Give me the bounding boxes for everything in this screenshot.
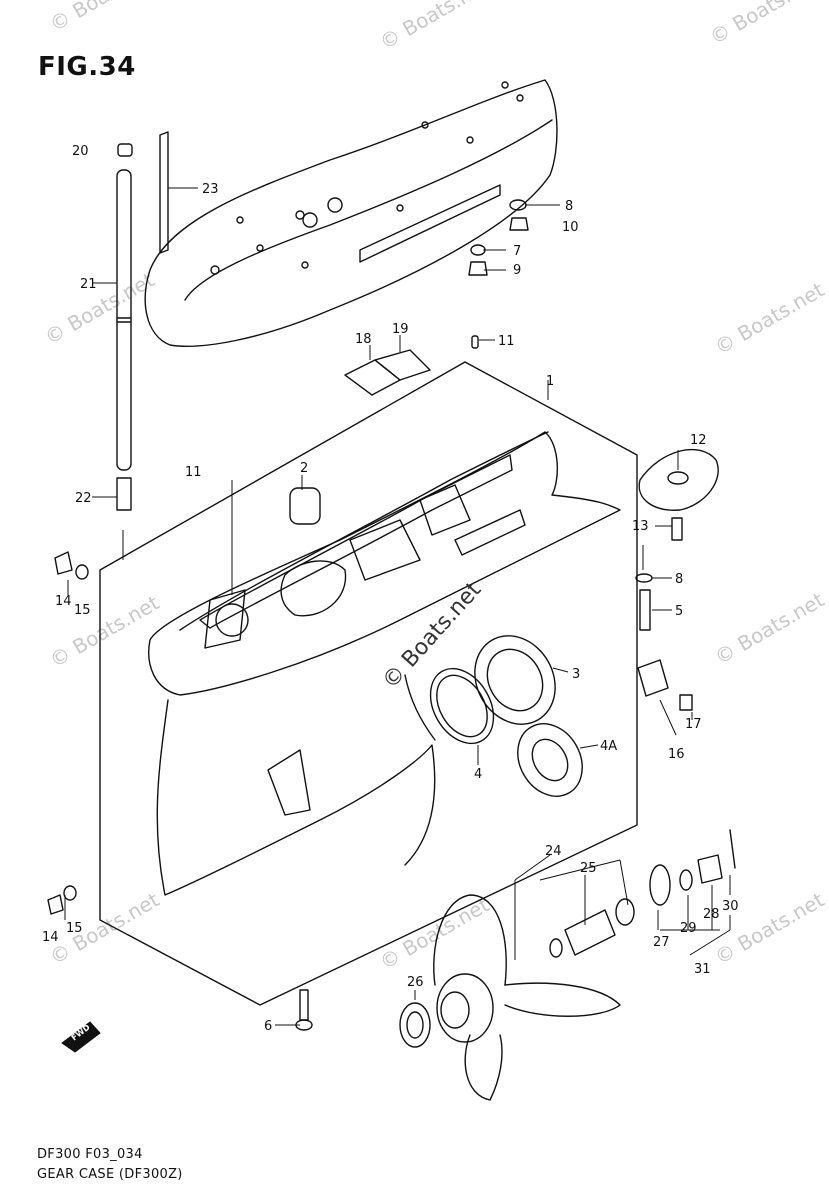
- callout-27: 27: [653, 935, 670, 950]
- shift-rod-part: [159, 131, 169, 254]
- callout-4a: 4A: [600, 739, 617, 754]
- callout-7: 7: [513, 244, 521, 259]
- nut-part: [509, 217, 529, 231]
- caption-title: GEAR CASE (DF300Z): [37, 1167, 183, 1182]
- cotter-pin-part: [729, 829, 736, 869]
- bolt-part: [639, 589, 651, 631]
- watermark: © Boats.net: [711, 587, 829, 669]
- callout-28: 28: [703, 907, 720, 922]
- callout-26: 26: [407, 975, 424, 990]
- washer-part: [63, 885, 77, 901]
- watermark-group: © Boats.net © Boats.net © Boats.net © Bo…: [41, 0, 829, 974]
- watermark: © Boats.net: [376, 0, 494, 54]
- callout-14: 14: [42, 930, 59, 945]
- callout-31: 31: [694, 962, 711, 977]
- callout-30: 30: [722, 899, 739, 914]
- washer-part: [635, 573, 653, 583]
- callout-6: 6: [264, 1019, 272, 1034]
- forward-arrow-icon: FWD: [61, 1021, 101, 1053]
- upper-cover-part: [144, 79, 558, 347]
- callout-22: 22: [75, 491, 92, 506]
- bearing-part: [474, 635, 556, 725]
- callout-14: 14: [55, 594, 72, 609]
- callout-9: 9: [513, 263, 521, 278]
- bolt-part: [299, 989, 309, 1021]
- figure-title: FIG.34: [38, 52, 136, 82]
- gear-case-part: [148, 431, 621, 896]
- anode-block-part: [637, 659, 669, 697]
- callout-8: 8: [565, 199, 573, 214]
- callout-17: 17: [685, 717, 702, 732]
- washer-part: [470, 244, 486, 256]
- callout-23: 23: [202, 182, 219, 197]
- callout-18: 18: [355, 332, 372, 347]
- washer-part: [649, 864, 671, 906]
- propeller-part: [433, 894, 621, 1101]
- nut-part: [697, 854, 723, 884]
- watermark: © Boats.net: [376, 892, 494, 974]
- water-tube-part: [116, 169, 132, 471]
- nut-part: [54, 551, 73, 575]
- cover-pad-part: [374, 349, 431, 381]
- callout-16: 16: [668, 747, 685, 762]
- callout-19: 19: [392, 322, 409, 337]
- callout-15: 15: [74, 603, 91, 618]
- spacer-part: [549, 898, 635, 958]
- callout-labels: 1 2 3 4 4A 5 6 7 8 8 9 10 11 11 12 13 14…: [42, 144, 739, 1034]
- callout-12: 12: [690, 433, 707, 448]
- bearing-part: [517, 723, 583, 797]
- watermark: © Boats.net: [706, 0, 824, 49]
- screw-part: [679, 694, 693, 711]
- callout-25: 25: [580, 861, 597, 876]
- shim-part: [429, 667, 495, 745]
- callout-1: 1: [546, 374, 554, 389]
- callout-3: 3: [572, 667, 580, 682]
- center-watermark: © Boats.net: [378, 577, 487, 694]
- callout-8: 8: [675, 572, 683, 587]
- caption-code: DF300 F03_034: [37, 1147, 143, 1162]
- watermark: © Boats.net: [46, 887, 164, 969]
- anode-part: [638, 448, 719, 511]
- callout-11: 11: [185, 465, 202, 480]
- bushing-part: [399, 1002, 431, 1048]
- gear-case-box: [99, 361, 638, 1006]
- callout-29: 29: [680, 921, 697, 936]
- washer-part: [75, 564, 89, 580]
- washer-part: [679, 869, 693, 891]
- nut-part: [47, 894, 64, 915]
- cover-pad-part: [344, 359, 401, 396]
- screw-part: [671, 517, 683, 541]
- nut-part: [468, 261, 488, 276]
- watermark: © Boats.net: [711, 277, 829, 359]
- callout-24: 24: [545, 844, 562, 859]
- callout-10: 10: [562, 220, 579, 235]
- watermark: © Boats.net: [46, 0, 164, 36]
- callout-11: 11: [498, 334, 515, 349]
- callout-13: 13: [632, 519, 649, 534]
- grommet-part: [117, 143, 133, 157]
- callout-15: 15: [66, 921, 83, 936]
- callout-20: 20: [72, 144, 89, 159]
- callout-21: 21: [80, 277, 97, 292]
- callout-4: 4: [474, 767, 482, 782]
- dowel-pin-part: [471, 335, 479, 349]
- callout-2: 2: [300, 461, 308, 476]
- pipe-fitting-part: [116, 477, 132, 511]
- watermark: © Boats.net: [41, 267, 159, 349]
- leader-lines: [64, 187, 731, 1026]
- callout-5: 5: [675, 604, 683, 619]
